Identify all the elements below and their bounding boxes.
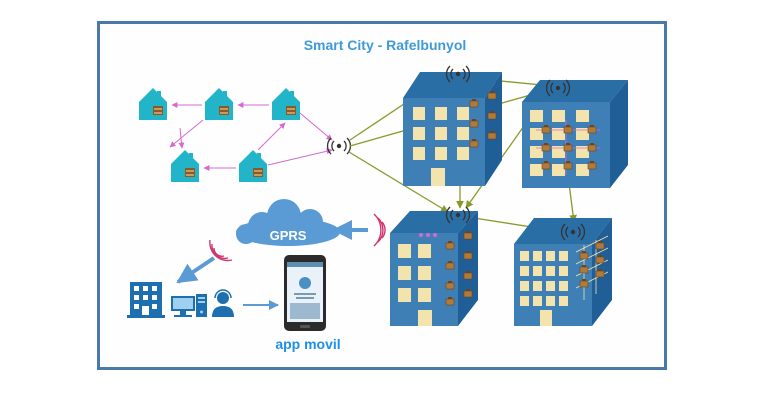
house-icon — [205, 88, 233, 120]
building-4 — [514, 218, 612, 326]
app-movil-label: app movil — [275, 336, 341, 352]
server-icon — [196, 294, 207, 317]
house-icon — [272, 88, 300, 120]
uplink-signal — [332, 213, 386, 247]
operator-icon — [212, 289, 234, 317]
building-3 — [390, 206, 478, 326]
building-1 — [403, 65, 502, 186]
computer-icon — [171, 296, 195, 317]
house-row-bottom — [171, 150, 267, 182]
diagram-title: Smart City - Rafelbunyol — [303, 37, 467, 53]
downlink-signal — [176, 239, 233, 284]
gprs-label: GPRS — [270, 228, 307, 243]
gateway-antenna-icon — [326, 137, 352, 155]
house-icon — [139, 88, 167, 120]
house-mesh-links — [169, 102, 333, 171]
building-2 — [522, 79, 628, 188]
house-icon — [171, 150, 199, 182]
gprs-cloud: GPRS — [236, 199, 340, 246]
house-row-top — [139, 88, 300, 120]
cloud-icon — [236, 199, 340, 246]
house-icon — [239, 150, 267, 182]
smartphone-icon — [284, 255, 326, 331]
office-building-icon — [127, 282, 165, 318]
